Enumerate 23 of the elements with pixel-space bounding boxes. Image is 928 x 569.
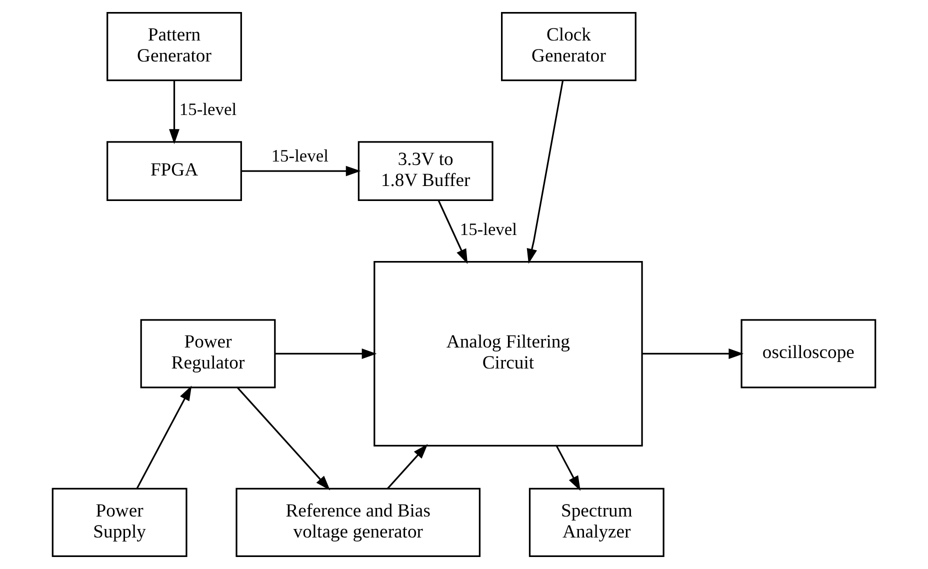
arrow: [526, 80, 564, 264]
node-box: Reference and Bias voltage generator: [236, 488, 481, 558]
arrow: [386, 444, 428, 490]
arrow: [275, 348, 377, 359]
node-box: Spectrum Analyzer: [528, 488, 664, 558]
node-box: Analog Filtering Circuit: [374, 261, 643, 446]
node-box: 3.3V to 1.8V Buffer: [358, 141, 494, 201]
edge-label: 15-level: [271, 146, 328, 166]
node-box: FPGA: [106, 141, 242, 201]
node-box: Pattern Generator: [106, 12, 242, 82]
arrow: [438, 200, 468, 264]
arrow: [556, 446, 580, 491]
node-box: Clock Generator: [501, 12, 636, 82]
arrow: [136, 386, 192, 489]
arrow: [169, 80, 180, 144]
arrow: [642, 348, 744, 359]
node-box: Power Supply: [52, 488, 188, 558]
node-box: oscilloscope: [740, 319, 876, 388]
node-box: Power Regulator: [140, 319, 276, 388]
arrow: [241, 166, 361, 176]
edge-label: 15-level: [179, 99, 237, 120]
arrow: [237, 387, 330, 490]
edge-label: 15-level: [460, 219, 518, 240]
